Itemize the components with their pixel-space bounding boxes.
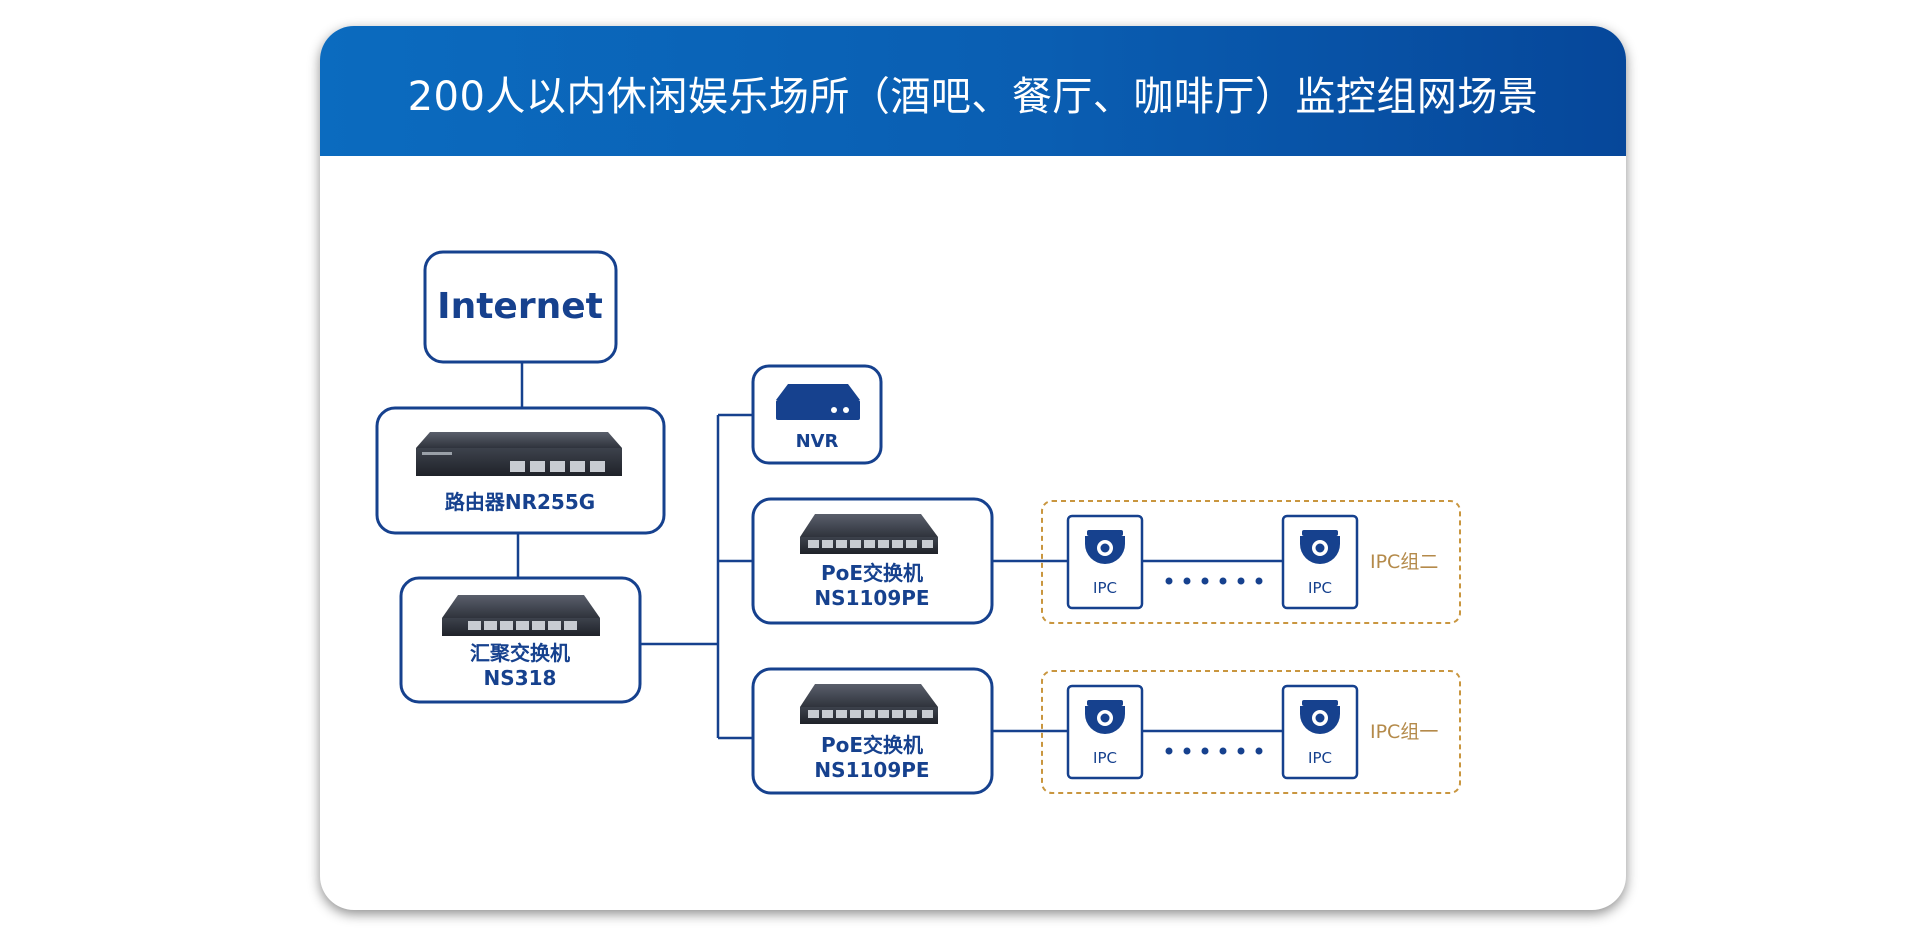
- core-switch-label-line2: NS318: [484, 666, 557, 690]
- ipc-label: IPC: [1093, 579, 1117, 597]
- poe-switch-device-icon: [800, 684, 938, 724]
- dome-camera-icon: [1085, 700, 1125, 734]
- switch-device-icon: [442, 595, 600, 636]
- nvr-device-icon: [776, 384, 860, 420]
- dome-camera-icon: [1085, 530, 1125, 564]
- router-label: 路由器NR255G: [445, 490, 595, 514]
- ipc-ellipsis-dots: [1165, 747, 1263, 755]
- ipc-group-top-label: IPC组二: [1370, 551, 1438, 573]
- ipc-camera-bottom-last: IPC: [1281, 684, 1359, 780]
- core-switch-node: 汇聚交换机 NS318: [399, 576, 642, 704]
- router-node: 路由器NR255G: [375, 406, 666, 535]
- poe-top-label-line2: NS1109PE: [814, 586, 929, 610]
- poe-switch-device-icon: [800, 514, 938, 554]
- ipc-group-bottom-label: IPC组一: [1370, 721, 1438, 743]
- dome-camera-icon: [1300, 700, 1340, 734]
- nvr-node: NVR: [751, 364, 883, 465]
- ipc-label: IPC: [1308, 749, 1332, 767]
- internet-label: Internet: [437, 286, 603, 327]
- core-switch-label-line1: 汇聚交换机: [470, 641, 570, 665]
- poe-top-label-line1: PoE交换机: [821, 561, 923, 585]
- ipc-label: IPC: [1308, 579, 1332, 597]
- internet-node: Internet: [423, 250, 618, 364]
- dome-camera-icon: [1300, 530, 1340, 564]
- connection-lines: [516, 361, 1283, 740]
- ipc-camera-top-last: IPC: [1281, 514, 1359, 610]
- ipc-ellipsis-dots: [1165, 577, 1263, 585]
- page-title: 200人以内休闲娱乐场所（酒吧、餐厅、咖啡厅）监控组网场景: [407, 74, 1539, 120]
- ipc-group-bottom: IPC IPC IPC组一: [1041, 670, 1461, 794]
- ipc-camera-top-first: IPC: [1066, 514, 1144, 610]
- poe-bottom-label-line2: NS1109PE: [814, 758, 929, 782]
- poe-bottom-label-line1: PoE交换机: [821, 733, 923, 757]
- ipc-camera-bottom-first: IPC: [1066, 684, 1144, 780]
- poe-switch-top-node: PoE交换机 NS1109PE: [751, 497, 994, 625]
- poe-switch-bottom-node: PoE交换机 NS1109PE: [751, 667, 994, 795]
- header-banner: 200人以内休闲娱乐场所（酒吧、餐厅、咖啡厅）监控组网场景: [320, 26, 1626, 156]
- ipc-label: IPC: [1093, 749, 1117, 767]
- ipc-group-top: IPC IPC IPC组二: [1041, 500, 1461, 624]
- router-device-icon: [416, 432, 622, 476]
- nvr-label: NVR: [796, 431, 839, 452]
